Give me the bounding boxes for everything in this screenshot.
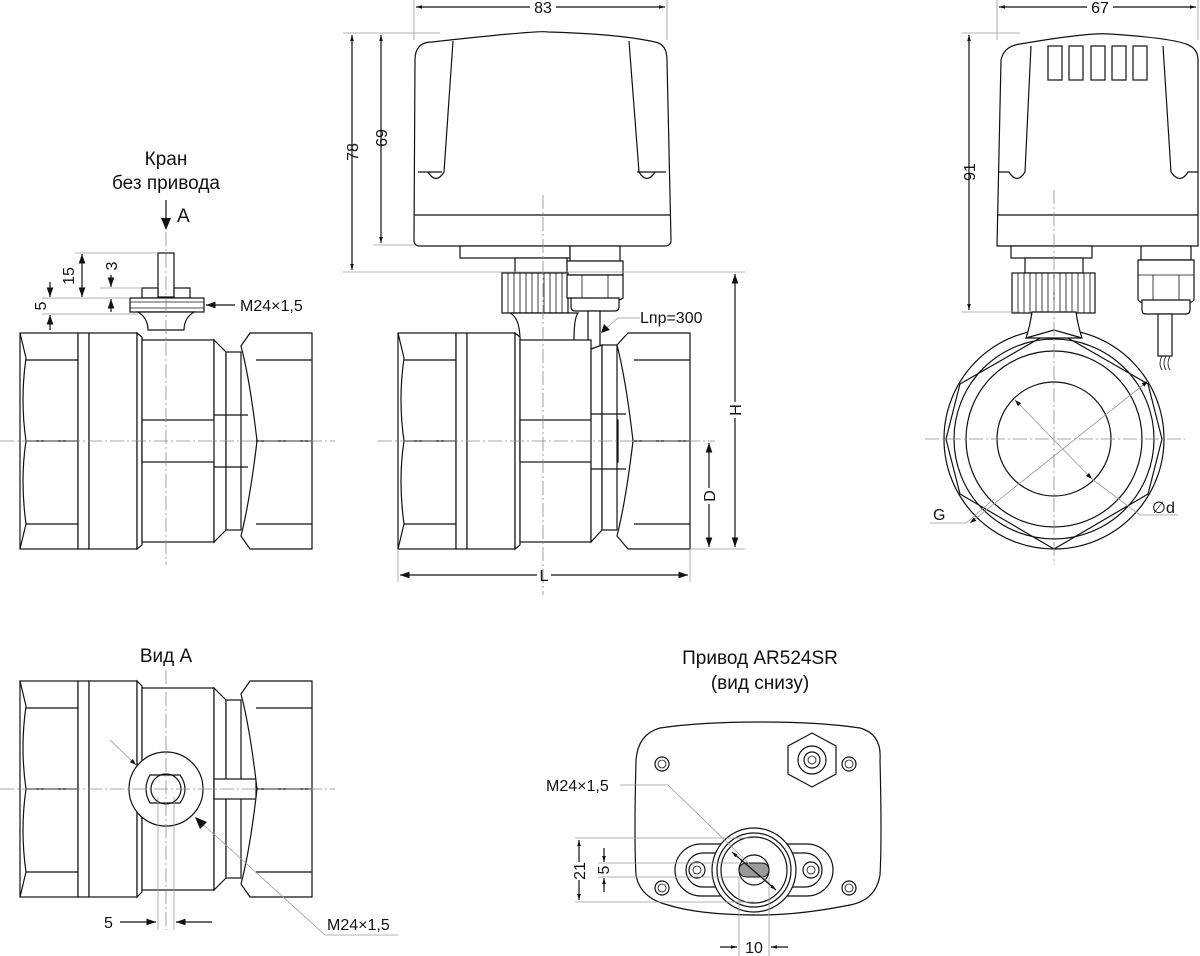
dimension-lines-bottom — [575, 784, 788, 956]
pipe-end-circles — [943, 311, 1165, 550]
dim-slot-width: 10 — [745, 940, 763, 956]
screws — [654, 756, 857, 896]
dim-stem-width-view-a: 5 — [104, 915, 113, 932]
label-bg — [702, 488, 716, 504]
dim-nut-height: 5 — [33, 301, 50, 310]
title-valve-line1: Кран — [145, 149, 188, 170]
dim-actuator-height-body: 69 — [374, 129, 391, 147]
stem-collar-left — [141, 287, 159, 299]
gland-nut — [129, 297, 205, 313]
dim-mount-height: 21 — [572, 862, 589, 880]
spindle-slot — [738, 862, 770, 878]
title-valve-line2: без привода — [112, 173, 220, 194]
label-bg — [530, 0, 556, 16]
view-a-label: А — [177, 206, 190, 227]
dim-actuator-height-side: 91 — [962, 163, 979, 181]
view-a-arrow-icon — [161, 200, 171, 230]
valve-without-actuator-view: Кран без привода А — [0, 149, 335, 565]
actuator-base-plate — [459, 245, 571, 259]
vent-slots — [1047, 45, 1148, 81]
actuator-housing-side — [996, 33, 1199, 247]
valve-with-actuator-front-view: 83 78 69 Lпр=300 H D L — [343, 0, 745, 595]
dim-actuator-width-side: 67 — [1091, 0, 1109, 17]
dimension-lines-view-a — [109, 739, 398, 936]
title-view-a: Вид А — [140, 646, 193, 667]
dim-thread-top: M24×1,5 — [240, 298, 303, 315]
dim-slot-height: 5 — [596, 865, 613, 874]
valve-with-actuator-side-view: 67 91 G ∅d — [925, 0, 1199, 565]
dim-thread-view-a: M24×1,5 — [327, 917, 390, 934]
knurled-coupling-nut — [501, 272, 569, 314]
dim-height-H: H — [728, 404, 745, 416]
dim-stem-flat: 3 — [104, 261, 121, 270]
view-a: Вид А — [0, 646, 398, 936]
dim-thread-G: G — [933, 507, 945, 524]
dim-thread-bottom: M24×1,5 — [546, 778, 609, 795]
cable-gland-bottom — [787, 732, 837, 788]
label-bg — [728, 402, 742, 418]
title-actuator-line2: (вид снизу) — [711, 673, 809, 694]
dimension-lines-front — [343, 0, 745, 582]
dim-cable-length: Lпр=300 — [640, 310, 703, 327]
dim-length-L: L — [540, 568, 549, 585]
dim-bore-d: ∅d — [1152, 500, 1175, 517]
dim-actuator-height-total: 78 — [345, 143, 362, 161]
actuator-housing — [413, 31, 672, 247]
valve-stem — [157, 252, 175, 298]
stem-collar-right — [173, 287, 191, 299]
dimension-lines-side — [930, 0, 1199, 524]
dim-stem-height: 15 — [61, 267, 78, 285]
actuator-bottom-view: Привод AR524SR (вид снизу) — [546, 648, 882, 956]
dim-actuator-width-front: 83 — [534, 0, 552, 17]
dimension-lines-top — [42, 252, 235, 330]
label-bg — [572, 862, 586, 880]
title-actuator-line1: Привод AR524SR — [682, 648, 838, 669]
dim-dn-D: D — [702, 490, 719, 502]
knurled-coupling-nut-side — [1011, 272, 1096, 314]
